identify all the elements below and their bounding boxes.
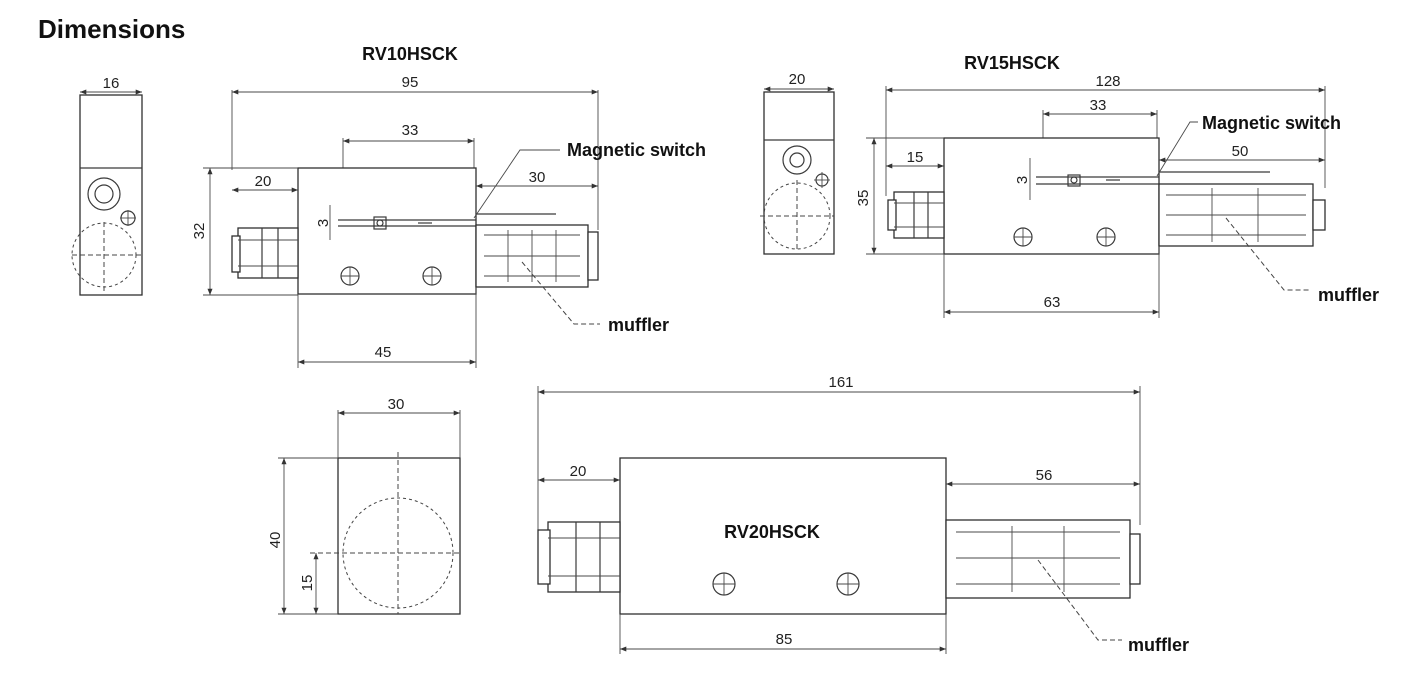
rv20-drawing: 30 40 15 161 RV20HSCK: [267, 374, 1189, 655]
rv15-dim-side-width: 20: [789, 71, 806, 88]
rv15-dim-switch-span: 33: [1090, 97, 1107, 114]
rv15-front-view: 128 33 3: [855, 73, 1379, 318]
rv10-magnetic-switch-label: Magnetic switch: [567, 140, 706, 160]
rv20-dim-port-height: 15: [299, 575, 316, 592]
rv10-model-title: RV10HSCK: [362, 44, 458, 64]
rv15-magnetic-switch-label: Magnetic switch: [1202, 113, 1341, 133]
rv20-dim-height: 40: [267, 532, 284, 549]
rv15-dim-fitting-length: 15: [907, 149, 924, 166]
rv10-muffler-label: muffler: [608, 315, 669, 335]
rv10-dim-total-length: 95: [402, 74, 419, 91]
rv10-front-view: 95 33 3: [191, 74, 706, 368]
rv20-dim-total-length: 161: [828, 374, 853, 391]
rv15-muffler-label: muffler: [1318, 285, 1379, 305]
rv15-dim-switch-offset: 3: [1014, 176, 1031, 184]
rv20-front-view: 161 RV20HSCK: [537, 374, 1189, 655]
rv15-model-title: RV15HSCK: [964, 53, 1060, 73]
rv15-side-view: 20: [760, 71, 835, 255]
rv15-dim-height: 35: [855, 190, 872, 207]
rv15-drawing: RV15HSCK 20 128 33: [760, 53, 1379, 318]
rv10-drawing: RV10HSCK 16 95 33: [71, 44, 706, 368]
rv20-dim-fitting-length: 20: [570, 463, 587, 480]
rv10-dim-switch-offset: 3: [315, 219, 332, 227]
page-heading: Dimensions: [38, 14, 185, 44]
rv20-dim-body-length: 85: [776, 631, 793, 648]
rv10-dim-muffler-length: 30: [529, 169, 546, 186]
rv10-dim-side-width: 16: [103, 75, 120, 92]
rv20-model-title: RV20HSCK: [724, 522, 820, 542]
rv10-dim-height: 32: [191, 223, 208, 240]
rv10-dim-body-length: 45: [375, 344, 392, 361]
rv20-dim-side-width: 30: [388, 396, 405, 413]
rv15-dim-muffler-length: 50: [1232, 143, 1249, 160]
rv10-dim-fitting-length: 20: [255, 173, 272, 190]
rv20-side-view: 30 40 15: [267, 396, 461, 615]
rv15-dim-total-length: 128: [1095, 73, 1120, 90]
rv15-dim-body-length: 63: [1044, 294, 1061, 311]
rv10-dim-switch-span: 33: [402, 122, 419, 139]
rv20-dim-muffler-length: 56: [1036, 467, 1053, 484]
rv20-muffler-label: muffler: [1128, 635, 1189, 655]
rv10-side-view: 16: [71, 75, 143, 296]
